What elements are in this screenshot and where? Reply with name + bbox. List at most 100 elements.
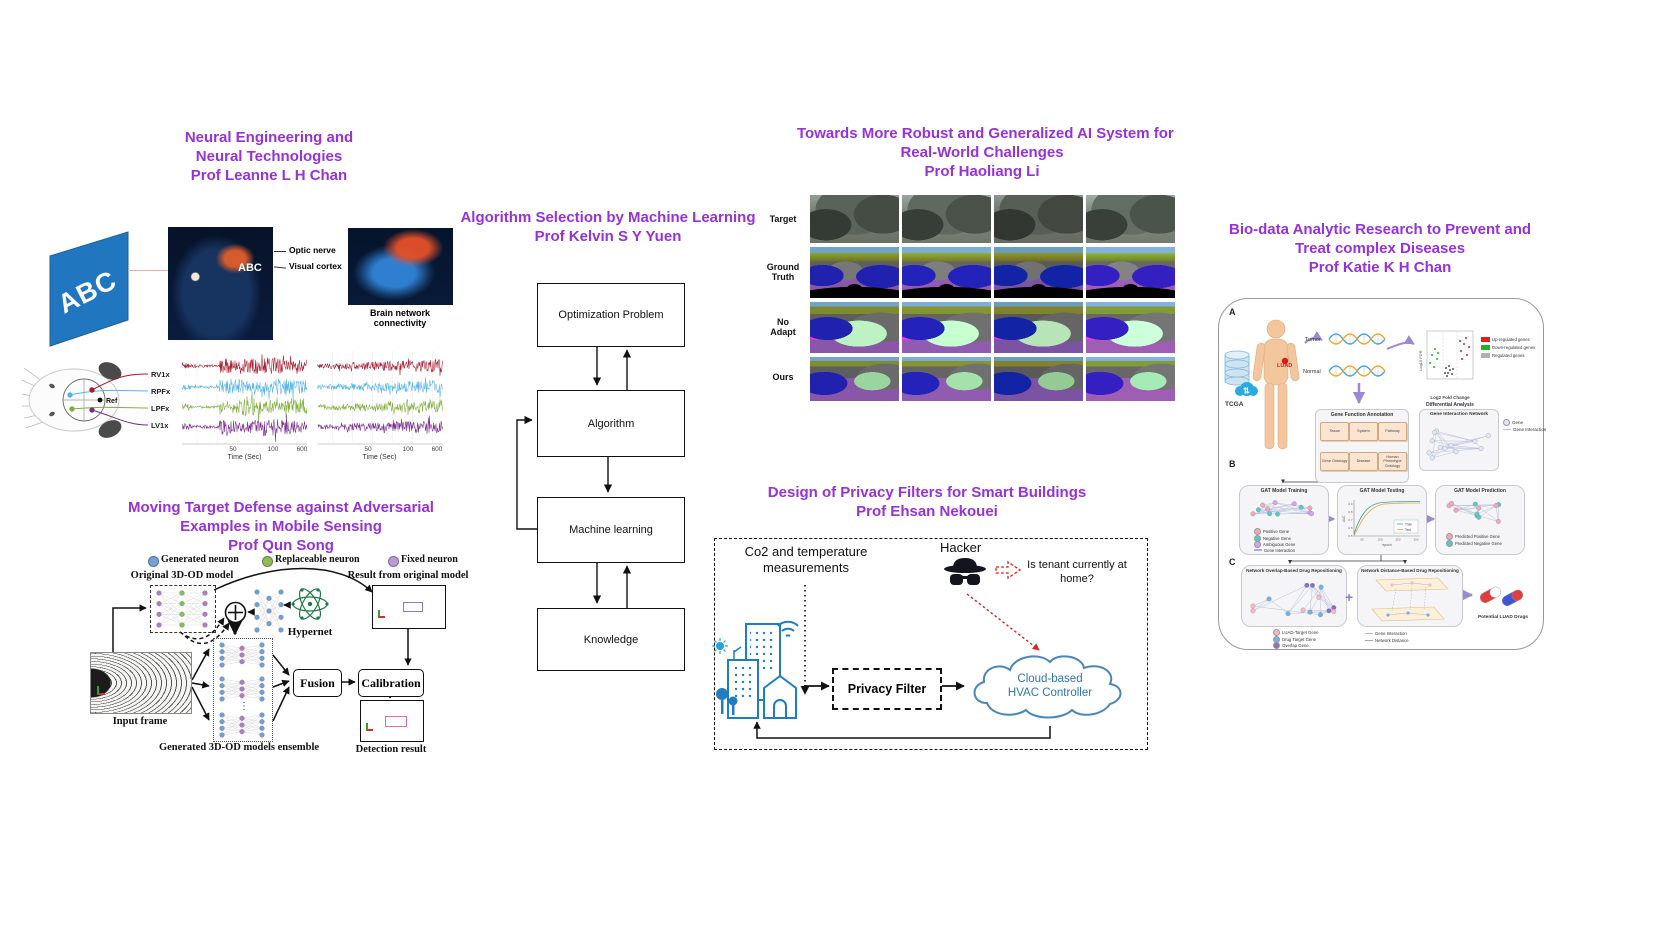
legend-text: Test xyxy=(1405,528,1411,532)
normal-dna-icon xyxy=(1328,365,1386,377)
biodata-title-line1: Bio-data Analytic Research to Prevent an… xyxy=(1228,221,1532,238)
training-network-graphic xyxy=(1250,500,1315,517)
ytick: 0.8 xyxy=(1348,510,1353,514)
privacy-system-boundary xyxy=(714,538,1148,750)
fixed-neuron-label: Fixed neuron xyxy=(401,554,458,565)
original-model-label: Original 3D-OD model xyxy=(130,570,234,581)
xlabel: epoch xyxy=(1382,543,1391,547)
result-label: Result from original model xyxy=(347,570,469,581)
c-legend-node: Overlap Gene xyxy=(1273,642,1309,649)
original-result-box xyxy=(372,585,446,629)
row-label-target: Target xyxy=(769,214,797,224)
legend-text: Network Distance xyxy=(1375,638,1409,643)
c-legend-line: Network Distance xyxy=(1365,638,1409,643)
hacker-query-arrow xyxy=(995,560,1022,580)
ours-map xyxy=(902,357,991,401)
gat-testing-box: GAT Model Testing 0.9 0.8 0.7 0.6 0.5 50… xyxy=(1337,485,1427,555)
c-legend-line: Gene Interaction xyxy=(1365,631,1407,636)
ytick: 0.6 xyxy=(1348,526,1353,530)
legend-text: LUAD-Target Gene xyxy=(1282,630,1319,635)
visual-cortex-label: Visual cortex xyxy=(289,261,342,271)
annotation-title: Gene Function Annotation xyxy=(1330,412,1394,418)
volcano-plot: Log10 FDR xyxy=(1418,330,1474,380)
brain-network-caption: Brain network connectivity xyxy=(369,308,430,328)
flow-box-knowledge: Knowledge xyxy=(537,608,685,671)
ensemble-label: Generated 3D-OD models ensemble xyxy=(158,742,320,753)
ours-map xyxy=(1086,357,1175,401)
overlap-title: Network Overlap-Based Drug Repositioning xyxy=(1246,568,1342,573)
legend-text: Gene Interaction xyxy=(1513,427,1547,432)
annotation-box: Tissue xyxy=(1320,422,1349,441)
gat-training-title: GAT Model Training xyxy=(1260,488,1308,494)
calibration-box: Calibration xyxy=(358,669,424,697)
network-title: Gene Interaction Network xyxy=(1429,412,1489,417)
no-adapt-map xyxy=(1086,302,1175,353)
privacy-filter-box: Privacy Filter xyxy=(832,668,942,710)
annotation-box: Human Phenotype Ontology xyxy=(1378,452,1407,471)
annotation-box: Gene Ontology xyxy=(1320,452,1349,471)
xtick: 150 xyxy=(1377,538,1382,542)
volcano-caption: Differential Analysis xyxy=(1426,402,1474,408)
biodata-title-line3: Prof Katie K H Chan xyxy=(1308,259,1452,276)
volcano-legend-reg: Regulated genes xyxy=(1481,353,1525,358)
gat-prediction-title: GAT Model Prediction xyxy=(1454,488,1506,494)
ensemble-box: ⋮ xyxy=(213,638,273,742)
tumor-label: Tumor xyxy=(1305,337,1321,343)
flow-box-machine-learning: Machine learning xyxy=(537,497,685,563)
channel-label-lv1x: LV1x xyxy=(151,421,169,430)
privacy-filter-label: Privacy Filter xyxy=(847,682,927,696)
legend-text: Predicted Negative Gene xyxy=(1455,541,1502,546)
robust-title-line1: Towards More Robust and Generalized AI S… xyxy=(797,125,1174,142)
ground-truth-map xyxy=(994,247,1083,298)
scene-photo xyxy=(1086,195,1175,243)
volcano-xlabel: Log2 Fold Change xyxy=(1430,395,1470,400)
gat-prediction-box: GAT Model Prediction Predicted Positive … xyxy=(1435,485,1525,555)
distance-title: Network Distance-Based Drug Repositionin… xyxy=(1361,568,1459,573)
row-label-ours: Ours xyxy=(772,372,794,382)
optic-nerve-label: Optic nerve xyxy=(289,245,336,255)
brain-implant-image xyxy=(168,227,273,340)
training-legend: Gene Interaction xyxy=(1254,548,1295,553)
xtick: 50 xyxy=(1360,538,1364,542)
neural-title-line1: Neural Engineering and xyxy=(184,129,354,146)
measurements-label: Co2 and temperature measurements xyxy=(744,544,868,575)
svg-text:⇅: ⇅ xyxy=(1243,387,1250,396)
prediction-legend: Predicted Negative Gene xyxy=(1446,540,1502,547)
tumor-dna-icon xyxy=(1328,333,1386,345)
replaceable-neuron-dot xyxy=(262,556,273,567)
ytick: 0.7 xyxy=(1348,518,1353,522)
mtd-title-line2: Examples in Mobile Sensing xyxy=(180,518,382,535)
tick: 100 xyxy=(402,446,414,453)
privacy-title-line1: Design of Privacy Filters for Smart Buil… xyxy=(767,484,1087,501)
hacker-question: Is tenant currently at home? xyxy=(1027,559,1127,585)
ytick: 0.9 xyxy=(1348,502,1353,506)
ylabel: AUC xyxy=(1342,515,1346,522)
patient-figure xyxy=(1252,319,1300,450)
gene-interaction-network-panel: Gene Interaction Network xyxy=(1419,409,1499,471)
time-axis-label: Time (Sec) xyxy=(362,454,397,461)
scene-photo xyxy=(902,195,991,243)
detection-result-label: Detection result xyxy=(355,744,427,755)
hacker-label: Hacker xyxy=(940,540,982,555)
annotation-box: System xyxy=(1349,422,1378,441)
neural-title-line3: Prof Leanne L H Chan xyxy=(190,167,348,184)
hacker-icon xyxy=(944,558,986,585)
legend-text: Predicted Positive Gene xyxy=(1455,534,1500,539)
row-label-ground-truth: Ground Truth xyxy=(766,262,800,282)
generated-neuron-label: Generated neuron xyxy=(161,554,239,565)
tick: 100 xyxy=(267,446,279,453)
gat-testing-title: GAT Model Testing xyxy=(1359,488,1405,494)
original-model-box xyxy=(150,585,216,633)
panel-a-label: A xyxy=(1229,307,1236,317)
fusion-box: Fusion xyxy=(293,669,342,697)
flowchart-arrows xyxy=(516,345,632,608)
legend-text: Drug Target Gene xyxy=(1282,636,1317,642)
robust-title-line3: Prof Haoliang Li xyxy=(924,163,1040,180)
plot1-ticks: 50 100 600 xyxy=(182,446,307,454)
algorithm-title-line2: Prof Kelvin S Y Yuen xyxy=(534,228,682,245)
distance-repositioning-box: Network Distance-Based Drug Repositionin… xyxy=(1357,565,1463,627)
hypernet-label: Hypernet xyxy=(287,626,333,638)
input-frame-label: Input frame xyxy=(112,716,168,727)
mtd-title-line3: Prof Qun Song xyxy=(228,537,334,554)
